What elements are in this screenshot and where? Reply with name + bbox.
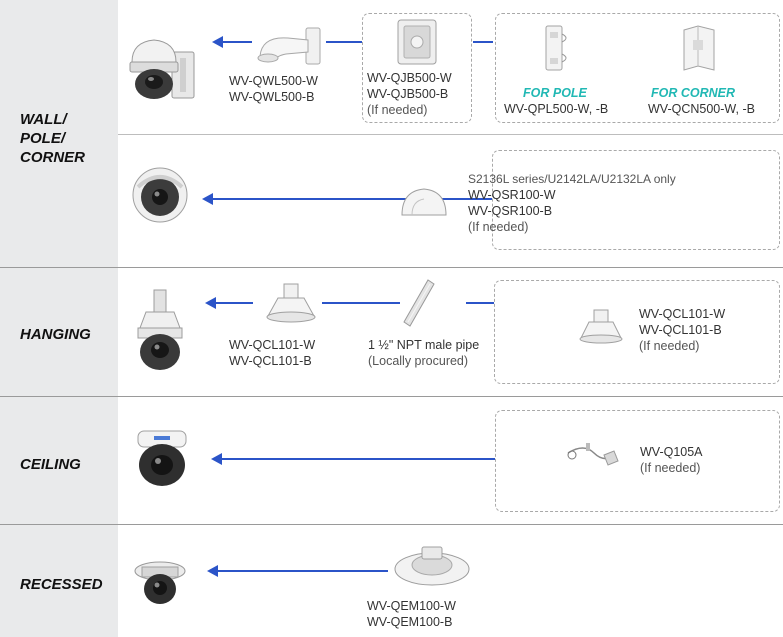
hanging-optional-note: (If needed) xyxy=(639,339,700,353)
hanging-mount-model-b: WV-QCL101-B xyxy=(229,354,312,368)
arrow-head xyxy=(202,193,213,205)
junction-box-option-box xyxy=(362,13,472,123)
wall-mount-bracket-icon xyxy=(257,27,321,65)
sunshield-series-note: S2136L series/U2142LA/U2132LA only xyxy=(468,172,676,186)
row-label-wall-pole-corner: WALL/ POLE/ CORNER xyxy=(20,110,85,167)
ceiling-hanging-mount-icon xyxy=(579,309,623,344)
sub-row-divider xyxy=(118,134,783,135)
row-divider xyxy=(0,396,783,397)
embedded-mount-icon xyxy=(394,546,470,586)
wall-mount-model-w: WV-QWL500-W xyxy=(229,74,318,88)
recessed-mount-model-w: WV-QEM100-W xyxy=(367,599,456,613)
row-label-ceiling: CEILING xyxy=(20,455,81,474)
junction-box-model-w: WV-QJB500-W xyxy=(367,71,452,85)
row-label-cell xyxy=(0,268,118,396)
recessed-mount-model-b: WV-QEM100-B xyxy=(367,615,453,629)
row-label-hanging: HANGING xyxy=(20,325,91,344)
corner-model: WV-QCN500-W, -B xyxy=(648,102,755,116)
sunshield-note: (If needed) xyxy=(468,220,529,234)
pole-corner-option-box xyxy=(495,13,780,123)
row-divider xyxy=(0,267,783,268)
row-ceiling: CEILING xyxy=(0,397,783,524)
label-line: CEILING xyxy=(20,456,81,473)
ceiling-hanging-mount-icon xyxy=(266,283,316,323)
ceiling-optional-note: (If needed) xyxy=(640,461,701,475)
row-label-cell xyxy=(0,525,118,637)
arrow-head xyxy=(211,453,222,465)
arrow-head xyxy=(212,36,223,48)
arrow-line xyxy=(219,458,495,460)
row-recessed: RECESSED xyxy=(0,525,783,637)
ceiling-optional-model: WV-Q105A xyxy=(640,445,703,459)
hanging-option-box xyxy=(494,280,780,384)
dome-camera-ceiling-icon xyxy=(137,430,187,486)
sunshield-model-b: WV-QSR100-B xyxy=(468,204,553,218)
dome-camera-hanging-icon xyxy=(137,289,183,370)
corner-bracket-icon xyxy=(683,25,715,71)
label-line: POLE/ xyxy=(20,130,66,147)
arrow-line xyxy=(213,302,253,304)
dome-camera-sunshield-icon xyxy=(132,167,188,223)
arrow-line xyxy=(215,570,388,572)
connector-line xyxy=(326,41,362,43)
connector-line xyxy=(466,302,494,304)
row-wall-pole-corner: WALL/ POLE/ CORNER xyxy=(0,0,783,267)
arrow-line xyxy=(210,198,492,200)
junction-box-icon xyxy=(397,19,437,65)
hanging-mount-model-w: WV-QCL101-W xyxy=(229,338,316,352)
arrow-head xyxy=(207,565,218,577)
label-line: RECESSED xyxy=(20,576,103,593)
label-line: HANGING xyxy=(20,326,91,343)
junction-box-model-b: WV-QJB500-B xyxy=(367,87,449,101)
connector-line xyxy=(473,41,493,43)
row-hanging: HANGING xyxy=(0,268,783,396)
pole-bracket-icon xyxy=(545,25,567,71)
sunshield-icon xyxy=(401,188,447,216)
row-divider xyxy=(0,524,783,525)
label-line: WALL/ xyxy=(20,111,67,128)
hanging-optional-model-w: WV-QCL101-W xyxy=(639,307,726,321)
junction-box-note: (If needed) xyxy=(367,103,428,117)
pipe-note: (Locally procured) xyxy=(368,354,469,368)
dome-camera-wall-icon xyxy=(129,39,195,99)
hanging-optional-model-b: WV-QCL101-B xyxy=(639,323,722,337)
corner-heading: FOR CORNER xyxy=(651,86,736,100)
safety-wire-icon xyxy=(567,443,619,466)
pipe-label: 1 ½" NPT male pipe xyxy=(368,338,480,352)
row-label-cell xyxy=(0,0,118,267)
label-line: CORNER xyxy=(20,149,86,166)
arrow-head xyxy=(205,297,216,309)
pipe-icon xyxy=(403,279,435,327)
wall-mount-model-b: WV-QWL500-B xyxy=(229,90,315,104)
sunshield-option-box xyxy=(492,150,780,250)
arrow-line xyxy=(220,41,252,43)
ceiling-option-box xyxy=(495,410,780,512)
sunshield-model-w: WV-QSR100-W xyxy=(468,188,556,202)
pole-model: WV-QPL500-W, -B xyxy=(504,102,609,116)
dome-camera-recessed-icon xyxy=(134,561,186,604)
pole-heading: FOR POLE xyxy=(523,86,587,100)
row-label-recessed: RECESSED xyxy=(20,575,103,594)
connector-line xyxy=(322,302,400,304)
row-label-cell xyxy=(0,397,118,524)
